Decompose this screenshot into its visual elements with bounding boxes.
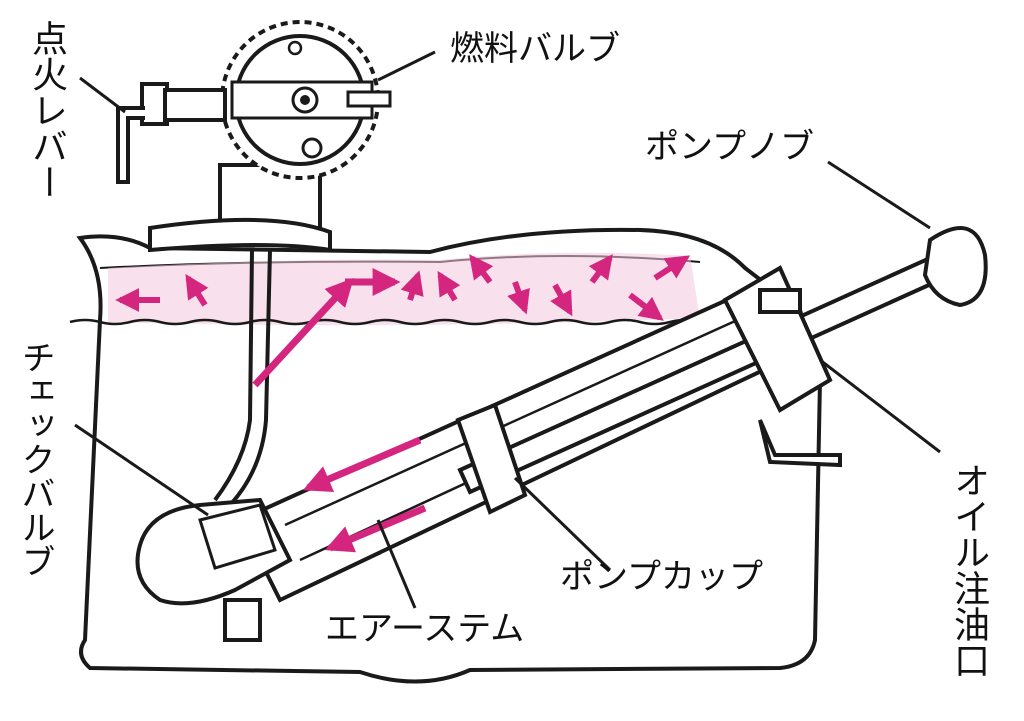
pump-knob[interactable] [922, 226, 988, 308]
pump-cup-label: ポンプカップ [560, 557, 763, 597]
pump-knob-label: ポンプノブ [645, 127, 814, 167]
leader-lines [74, 50, 941, 609]
fuel-level-line [69, 318, 731, 326]
pump-cup-part [455, 402, 528, 515]
ignition-lever-label: 点火レバー [26, 20, 67, 200]
pump-clamp [722, 265, 842, 468]
check-valve-label: チェックバルブ [15, 340, 55, 578]
air-flow-arrows [252, 268, 427, 553]
pressure-arrows [115, 254, 691, 321]
ignition-lever[interactable] [116, 82, 227, 184]
fuel-valve-wheel[interactable] [220, 20, 392, 180]
air-stem-label: エアーステム [325, 609, 525, 649]
oil-filler-label: オイル注油口 [948, 462, 989, 678]
check-valve-body [135, 497, 293, 642]
fuel-valve-label: 燃料バルブ [450, 29, 620, 69]
pickup-tube [213, 249, 272, 507]
burner-stem [148, 163, 332, 253]
